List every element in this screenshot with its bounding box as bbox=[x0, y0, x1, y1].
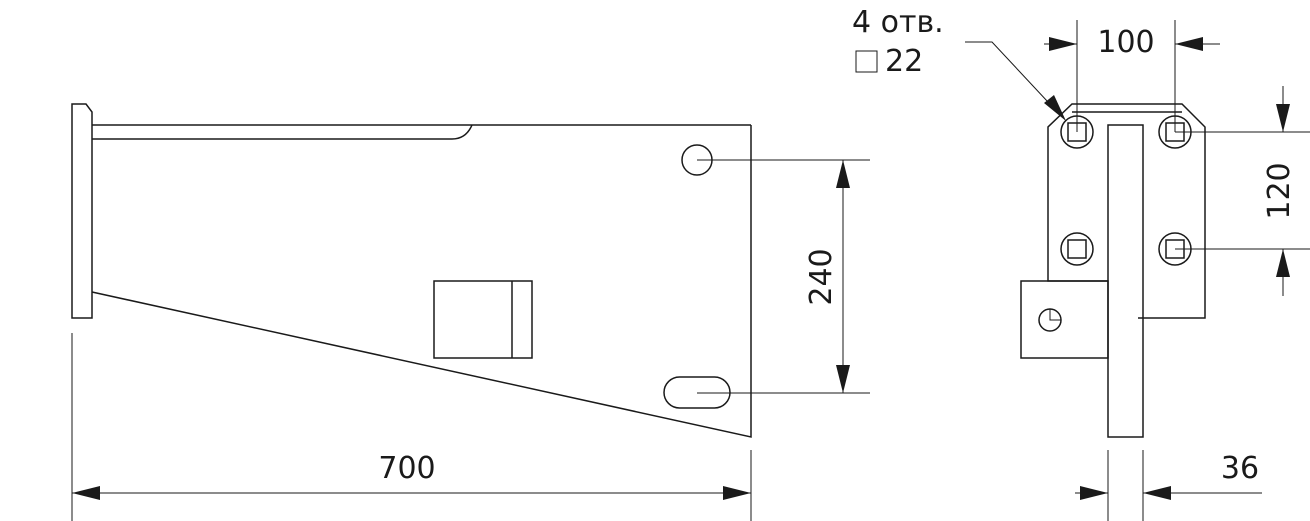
end-view bbox=[1020, 103, 1206, 438]
dim-label-100: 100 bbox=[1097, 25, 1154, 60]
dim-label-700: 700 bbox=[378, 451, 435, 486]
dim-arrow-left bbox=[1143, 486, 1171, 500]
dimension-36: 36 bbox=[1075, 450, 1262, 521]
dimension-120: 120 bbox=[1175, 86, 1310, 296]
dim-label-36: 36 bbox=[1221, 451, 1259, 486]
hole-size-label: 22 bbox=[885, 44, 923, 79]
bracket-body bbox=[91, 125, 752, 438]
dim-label-120: 120 bbox=[1262, 162, 1297, 219]
leader-line bbox=[965, 41, 1063, 118]
square-symbol-icon bbox=[855, 50, 878, 73]
dim-arrow-down bbox=[1276, 104, 1290, 132]
top-rib bbox=[92, 124, 751, 140]
dim-arrow-right bbox=[1080, 486, 1108, 500]
dimension-700: 700 bbox=[71, 333, 752, 521]
end-clamp-block bbox=[1020, 280, 1109, 359]
clamp-block bbox=[433, 280, 533, 359]
end-flange bbox=[1047, 103, 1206, 319]
dim-arrow-up bbox=[1276, 249, 1290, 277]
side-view bbox=[71, 103, 752, 438]
dim-arrow-up bbox=[836, 160, 850, 188]
dimension-240: 240 bbox=[697, 159, 870, 394]
dim-arrow-right bbox=[1049, 37, 1077, 51]
dimension-100: 100 bbox=[1044, 20, 1220, 132]
dim-arrow-down bbox=[836, 365, 850, 393]
dim-arrow-left bbox=[72, 486, 100, 500]
hole-count-label: 4 отв. bbox=[852, 5, 944, 40]
flange-plate bbox=[71, 103, 93, 319]
hole-note: 4 отв. 22 bbox=[852, 5, 1066, 121]
end-plate bbox=[1107, 124, 1144, 438]
dim-arrow-right bbox=[723, 486, 751, 500]
dim-arrow-left bbox=[1175, 37, 1203, 51]
square-hole bbox=[1060, 232, 1094, 266]
dim-label-240: 240 bbox=[804, 248, 839, 305]
leader-arrow bbox=[1044, 95, 1066, 121]
